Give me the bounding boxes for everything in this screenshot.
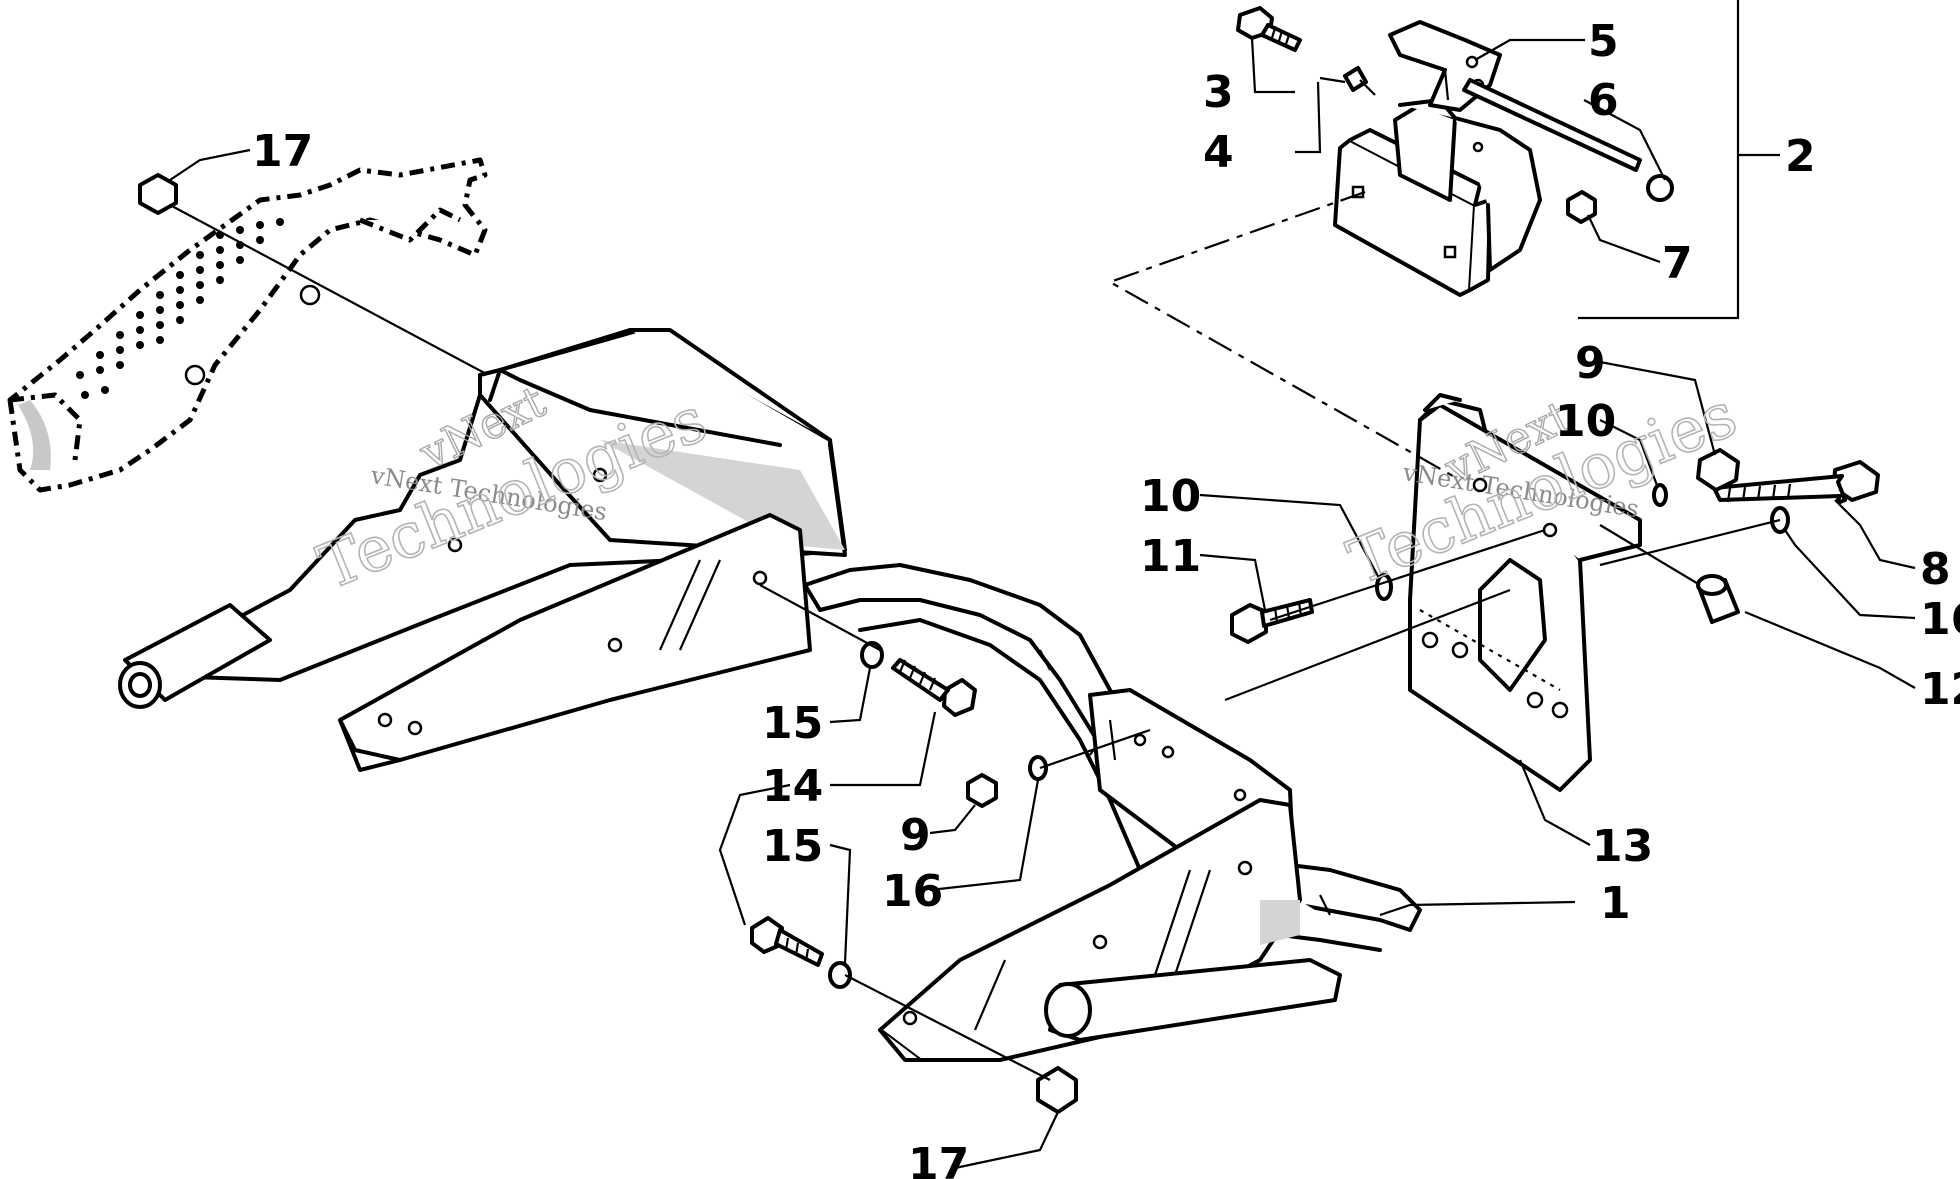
callout-15-top: 15 [762, 698, 823, 749]
callout-7: 7 [1662, 238, 1693, 289]
hw-line-3 [1039, 728, 1151, 770]
hw-line-5 [1599, 524, 1701, 586]
callout-2: 2 [1785, 131, 1816, 182]
callout-9-right: 9 [1575, 338, 1606, 389]
nut-9-right [1696, 448, 1740, 492]
callout-9-mid: 9 [900, 810, 931, 861]
callout-14: 14 [762, 761, 823, 812]
callout-17-top: 17 [252, 126, 313, 177]
callout-16-mid: 16 [882, 866, 943, 917]
callout-10-left: 10 [1140, 471, 1201, 522]
washer-10-right [1652, 483, 1668, 507]
callout-1: 1 [1600, 878, 1631, 929]
hw-line-4 [1599, 518, 1781, 567]
hw-line-2 [1224, 588, 1511, 702]
hw-line-6 [1269, 528, 1546, 622]
phantom-footrest [7, 157, 488, 493]
left-gusset [338, 513, 812, 772]
bolt-14-top [891, 658, 977, 717]
callout-10-right: 10 [1555, 396, 1616, 447]
nut-17-top [138, 173, 178, 215]
callout-3: 3 [1203, 67, 1234, 118]
callout-13: 13 [1592, 821, 1653, 872]
callout-8: 8 [1920, 544, 1951, 595]
callout-15-lower: 15 [762, 821, 823, 872]
right-gusset [878, 688, 1342, 1062]
callout-16-right: 16 [1920, 594, 1960, 645]
bolt-8 [1712, 460, 1880, 504]
washer-15-lower [828, 961, 852, 989]
spacer-12 [1696, 574, 1740, 624]
hw-line-7 [844, 974, 1051, 1081]
leader-lines [169, 37, 1916, 1170]
callout-11: 11 [1140, 531, 1201, 582]
bracket-2 [1578, 0, 1740, 320]
footrest-holes [76, 218, 284, 399]
callout-5: 5 [1588, 16, 1619, 67]
left-bracket [118, 328, 847, 709]
nut-9-mid [966, 773, 998, 808]
centerline-hitch [1107, 190, 1461, 481]
callout-6: 6 [1588, 75, 1619, 126]
nut-17-bottom [1036, 1066, 1078, 1114]
callout-4: 4 [1203, 127, 1234, 178]
callout-labels: 1 2 3 4 5 6 7 8 9 9 10 10 11 12 13 14 15… [252, 16, 1960, 1179]
callout-12: 12 [1920, 664, 1960, 715]
hitch-assembly [1236, 6, 1674, 297]
bolt-11 [1230, 598, 1314, 644]
hw-line-1 [759, 584, 881, 651]
bolt-14-lower [750, 916, 824, 967]
callout-17-bottom: 17 [908, 1139, 969, 1179]
washer-16-mid [1028, 755, 1048, 781]
